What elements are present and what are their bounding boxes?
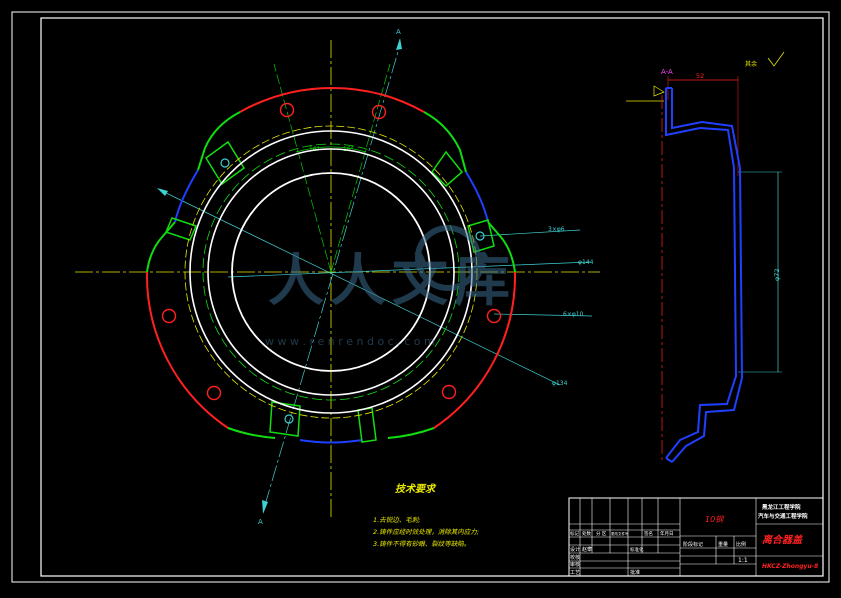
- tb-row-approve: 批准: [630, 569, 640, 576]
- bolt-holes-6xphi10: [161, 102, 502, 401]
- tb-header-sign: 签名: [644, 530, 653, 537]
- title-block: [568, 497, 824, 577]
- tb-row-design-name: 赵攀: [582, 546, 592, 553]
- tb-header-zone: 分 区: [596, 530, 607, 537]
- section-marker-bottom: A: [258, 518, 263, 526]
- dim-phi72-label: φ72: [773, 268, 781, 281]
- callout-phi144: φ144: [578, 259, 594, 266]
- angle-ray-right: [330, 63, 391, 273]
- section-profile: [665, 88, 744, 463]
- outer-contour-red: [145, 87, 517, 429]
- section-arrow-top: [396, 38, 402, 50]
- tb-stage-label: 阶段标记: [683, 541, 703, 548]
- watermark-url: w w w . r e n r e n d o c . c o m: [265, 335, 435, 348]
- notes-title: 技术要求: [395, 483, 437, 495]
- front-view: A A 16° 16°: [75, 28, 600, 526]
- watermark: 人人文库 w w w . r e n r e n d o c . c o m: [265, 225, 516, 348]
- tb-material: 10钢: [705, 515, 724, 524]
- section-cut-line: [264, 44, 401, 506]
- section-view-label: A-A: [661, 68, 673, 76]
- notes-item-3: 3.铸件不得有砂眼、裂纹等缺陷。: [373, 540, 470, 548]
- tb-drawing-no: HKCZ-Zhongyu-8: [762, 563, 818, 570]
- tb-scale-label: 比例: [736, 541, 746, 548]
- tb-header-doc: 更改文件号: [611, 531, 629, 536]
- section-arrow-bottom: [262, 500, 268, 514]
- pitch-circle-green: [202, 143, 460, 401]
- roughness-note: 其余: [745, 60, 757, 68]
- bore-circle: [231, 172, 431, 372]
- dim-52-label: 52: [696, 72, 704, 80]
- watermark-logo-ring: [415, 225, 481, 291]
- datum-triangle: [653, 85, 665, 97]
- tb-header-count: 处数: [582, 530, 591, 537]
- leader-phi134-arrow: [157, 188, 168, 196]
- tb-row-process: 工艺: [570, 570, 580, 576]
- section-view: A-A 其余 52 φ72: [626, 51, 785, 463]
- section-cap-bottom: [665, 457, 673, 463]
- callout-3xphi6: 3×φ6: [548, 226, 565, 233]
- watermark-text: 人人文库: [268, 249, 516, 314]
- inner-frame: [40, 17, 824, 577]
- face-middle-circle: [207, 148, 455, 396]
- tb-school-line2: 汽车与交通工程学院: [758, 512, 808, 520]
- tb-school-line1: 黑龙江工程学院: [762, 503, 801, 511]
- leader-phi144: [227, 261, 591, 278]
- technical-notes: 技术要求 1.去锐边、毛刺; 2.铸件应经时效处理，消除其内应力; 3.铸件不得…: [373, 483, 479, 548]
- notes-item-2: 2.铸件应经时效处理，消除其内应力;: [373, 528, 479, 536]
- angle-arc: [295, 146, 367, 153]
- tb-row-review: 审核: [570, 561, 580, 568]
- title-block-text: 标记 处数 分 区 更改文件号 签名 年月日 设计 赵攀 标准化 校核 审核 工…: [570, 503, 818, 576]
- leader-3xphi6: [479, 229, 581, 237]
- outer-contour-blue: [174, 169, 489, 444]
- small-holes-3xphi6: [220, 158, 485, 424]
- section-marker-top: A: [396, 28, 401, 36]
- tb-header-date: 年月日: [660, 530, 674, 537]
- leader-phi134: [159, 189, 561, 386]
- notes-item-1: 1.去锐边、毛刺;: [373, 516, 420, 524]
- tb-part-name: 离合器盖: [762, 534, 803, 546]
- tb-scale: 1:1: [738, 557, 748, 564]
- callout-phi134: φ134: [552, 380, 568, 387]
- callout-6xphi10: 6×φ10: [563, 311, 584, 318]
- tb-weight-label: 重量: [718, 541, 728, 548]
- tb-row-design: 设计: [570, 546, 580, 553]
- tb-row-check: 校核: [570, 554, 580, 561]
- outer-border: [11, 11, 830, 583]
- angle-ray-left: [273, 63, 332, 273]
- tb-row-std: 标准化: [630, 546, 644, 553]
- roughness-symbol: [767, 51, 785, 67]
- tb-header-marker: 标记: [570, 530, 579, 537]
- outer-contour-green: [146, 111, 516, 439]
